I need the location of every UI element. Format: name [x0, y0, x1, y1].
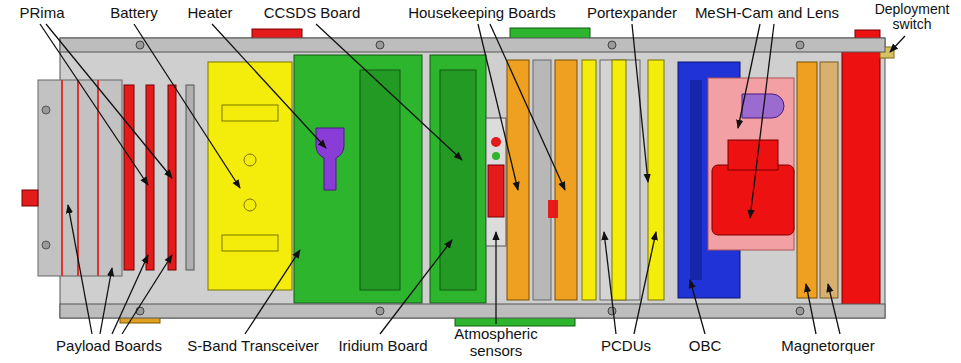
callout-label: PRima [19, 5, 64, 22]
callout-label: Heater [187, 5, 232, 22]
callout-label: CCSDS Board [264, 5, 361, 22]
callout-label: OBC [689, 338, 722, 355]
callout-label: PCDUs [601, 338, 651, 355]
callout-label: Battery [110, 5, 158, 22]
callout-label: Housekeeping Boards [408, 5, 556, 22]
callout-label: Portexpander [587, 5, 677, 22]
callout-label: S-Band Transceiver [187, 338, 319, 355]
callout-label: Magnetorquer [781, 338, 874, 355]
callout-label: Atmospheric sensors [451, 326, 541, 359]
callout-label: Payload Boards [56, 338, 162, 355]
callout-label: MeSH-Cam and Lens [695, 5, 839, 22]
callout-label: Deployment switch [871, 2, 953, 33]
callout-label: Iridium Board [338, 338, 427, 355]
